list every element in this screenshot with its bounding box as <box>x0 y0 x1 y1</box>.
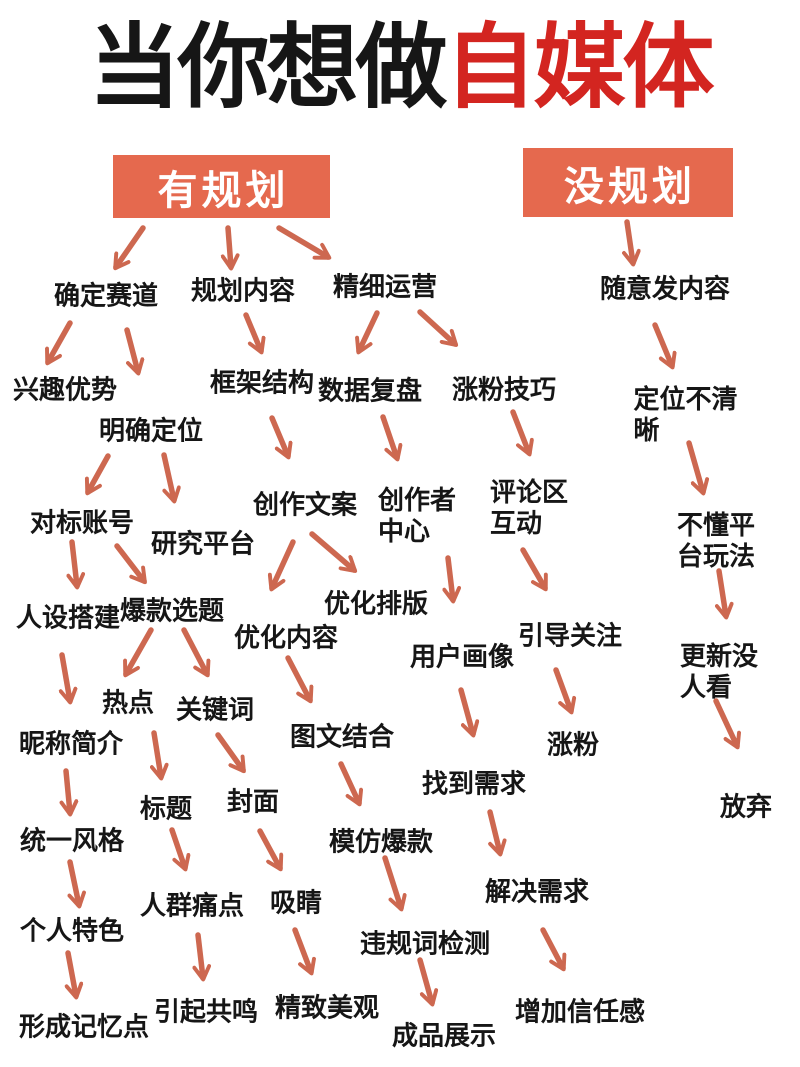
node-headline: 标题 <box>139 793 193 824</box>
node-polished-look: 精致美观 <box>274 992 380 1023</box>
node-plan-content: 规划内容 <box>190 275 296 306</box>
node-find-needs: 找到需求 <box>421 768 527 799</box>
node-personal-traits: 个人特色 <box>19 915 125 946</box>
branch-box-planned: 有规划 <box>113 155 330 218</box>
node-persona-building: 人设搭建 <box>15 602 121 633</box>
node-choose-track: 确定赛道 <box>53 280 159 311</box>
arrow-clear-positioning-to-research-platform <box>161 452 174 500</box>
arrow-personal-traits-to-memory-point <box>68 950 76 996</box>
node-resonate: 引起共鸣 <box>153 996 259 1027</box>
branch-label-unplanned: 没规划 <box>564 164 696 209</box>
node-optimize-content: 优化内容 <box>233 622 339 653</box>
arrow-keywords-to-cover <box>215 732 243 770</box>
arrow-unplanned-to-post-randomly <box>627 219 633 263</box>
node-imitate-hits: 模仿爆款 <box>328 826 434 857</box>
node-solve-needs: 解决需求 <box>484 876 590 907</box>
node-memory-point: 形成记忆点 <box>18 1011 150 1042</box>
arrow-no-viewers-to-give-up <box>713 698 737 746</box>
arrow-planned-to-choose-track <box>116 225 146 267</box>
arrow-cover-to-eye-catching <box>257 828 280 868</box>
title-red-part: 自媒体 <box>444 17 715 119</box>
node-build-trust: 增加信任感 <box>514 996 646 1027</box>
node-audience-painpoints: 人群痛点 <box>139 890 245 921</box>
arrow-viral-topics-to-keywords <box>181 627 207 674</box>
node-comment-interaction: 评论区 互动 <box>489 476 569 538</box>
arrow-choose-track-to-clear-positioning <box>124 327 138 372</box>
arrow-optimize-content-to-image-text-combo <box>285 655 310 700</box>
node-final-showcase: 成品展示 <box>391 1020 497 1051</box>
arrow-comment-interaction-to-guide-follow <box>520 547 545 588</box>
arrow-post-randomly-to-unclear-positioning <box>652 322 672 366</box>
node-gain-followers: 涨粉 <box>546 729 600 760</box>
arrow-imitate-hits-to-banned-word-check <box>382 855 401 908</box>
node-interest-strengths: 兴趣优势 <box>12 374 118 405</box>
branch-label-planned: 有规划 <box>157 168 290 213</box>
node-benchmark-accounts: 对标账号 <box>29 507 135 538</box>
arrow-creator-center-to-user-profile <box>448 555 453 600</box>
arrow-guide-follow-to-gain-followers <box>553 667 571 711</box>
arrow-choose-track-to-interest-strengths <box>48 320 73 362</box>
arrow-framework-structure-to-write-copy <box>269 415 288 456</box>
arrow-write-copy-to-optimize-layout <box>309 531 354 570</box>
arrow-refined-operation-to-follower-growth-tips <box>417 309 455 344</box>
node-creator-center: 创作者 中心 <box>377 484 457 546</box>
node-image-text-combo: 图文结合 <box>289 721 395 752</box>
node-unclear-positioning: 定位不清晰 <box>633 383 738 445</box>
node-user-profile: 用户画像 <box>409 641 515 672</box>
node-follower-growth-tips: 涨粉技巧 <box>451 374 557 405</box>
node-hot-trends: 热点 <box>101 687 155 718</box>
node-refined-operation: 精细运营 <box>332 271 438 302</box>
arrow-benchmark-accounts-to-persona-building <box>72 539 77 586</box>
node-framework-structure: 框架结构 <box>209 367 315 398</box>
arrow-banned-word-check-to-final-showcase <box>417 957 432 1003</box>
arrow-benchmark-accounts-to-viral-topics <box>114 543 144 581</box>
node-keywords: 关键词 <box>175 694 255 725</box>
node-data-review: 数据复盘 <box>317 375 423 406</box>
arrow-clear-positioning-to-benchmark-accounts <box>88 453 111 492</box>
page-title: 当你想做自媒体 <box>0 20 800 117</box>
node-cover: 封面 <box>226 786 280 817</box>
node-no-viewers: 更新没人看 <box>680 640 759 702</box>
branch-box-unplanned: 没规划 <box>523 148 733 217</box>
arrow-hot-trends-to-headline <box>154 730 161 777</box>
arrow-unified-style-to-personal-traits <box>67 859 79 905</box>
arrow-plan-content-to-framework-structure <box>243 312 261 351</box>
arrow-find-needs-to-solve-needs <box>487 809 500 853</box>
node-clear-positioning: 明确定位 <box>98 415 204 446</box>
node-banned-word-check: 违规词检测 <box>359 928 491 959</box>
node-research-platform: 研究平台 <box>150 528 256 559</box>
node-guide-follow: 引导关注 <box>517 620 623 651</box>
arrow-planned-to-plan-content <box>228 225 231 267</box>
arrow-image-text-combo-to-imitate-hits <box>338 761 359 803</box>
arrow-planned-to-refined-operation <box>276 225 328 260</box>
arrow-follower-growth-tips-to-comment-interaction <box>510 409 529 453</box>
arrow-write-copy-to-optimize-content <box>272 539 296 588</box>
arrow-data-review-to-creator-center <box>380 414 397 458</box>
arrow-persona-building-to-nickname-bio <box>62 652 70 701</box>
node-write-copy: 创作文案 <box>252 489 358 520</box>
node-give-up: 放弃 <box>719 791 773 822</box>
node-post-randomly: 随意发内容 <box>599 273 731 304</box>
node-optimize-layout: 优化排版 <box>323 588 429 619</box>
arrow-no-platform-knowledge-to-no-viewers <box>719 568 726 616</box>
arrow-nickname-bio-to-unified-style <box>66 768 70 813</box>
arrow-user-profile-to-find-needs <box>458 687 473 734</box>
title-black-part: 当你想做 <box>88 17 447 119</box>
arrow-eye-catching-to-polished-look <box>292 927 311 972</box>
arrow-unclear-positioning-to-no-platform-knowledge <box>686 440 703 492</box>
arrow-audience-painpoints-to-resonate <box>198 932 203 978</box>
node-viral-topics: 爆款选题 <box>119 595 225 626</box>
node-unified-style: 统一风格 <box>19 825 125 856</box>
node-nickname-bio: 昵称简介 <box>18 728 124 759</box>
arrow-headline-to-audience-painpoints <box>169 827 185 868</box>
arrow-viral-topics-to-hot-trends <box>126 627 154 674</box>
arrow-solve-needs-to-build-trust <box>540 927 563 968</box>
node-eye-catching: 吸睛 <box>269 887 323 918</box>
node-no-platform-knowledge: 不懂平台玩法 <box>677 509 756 571</box>
arrow-refined-operation-to-data-review <box>359 310 380 351</box>
